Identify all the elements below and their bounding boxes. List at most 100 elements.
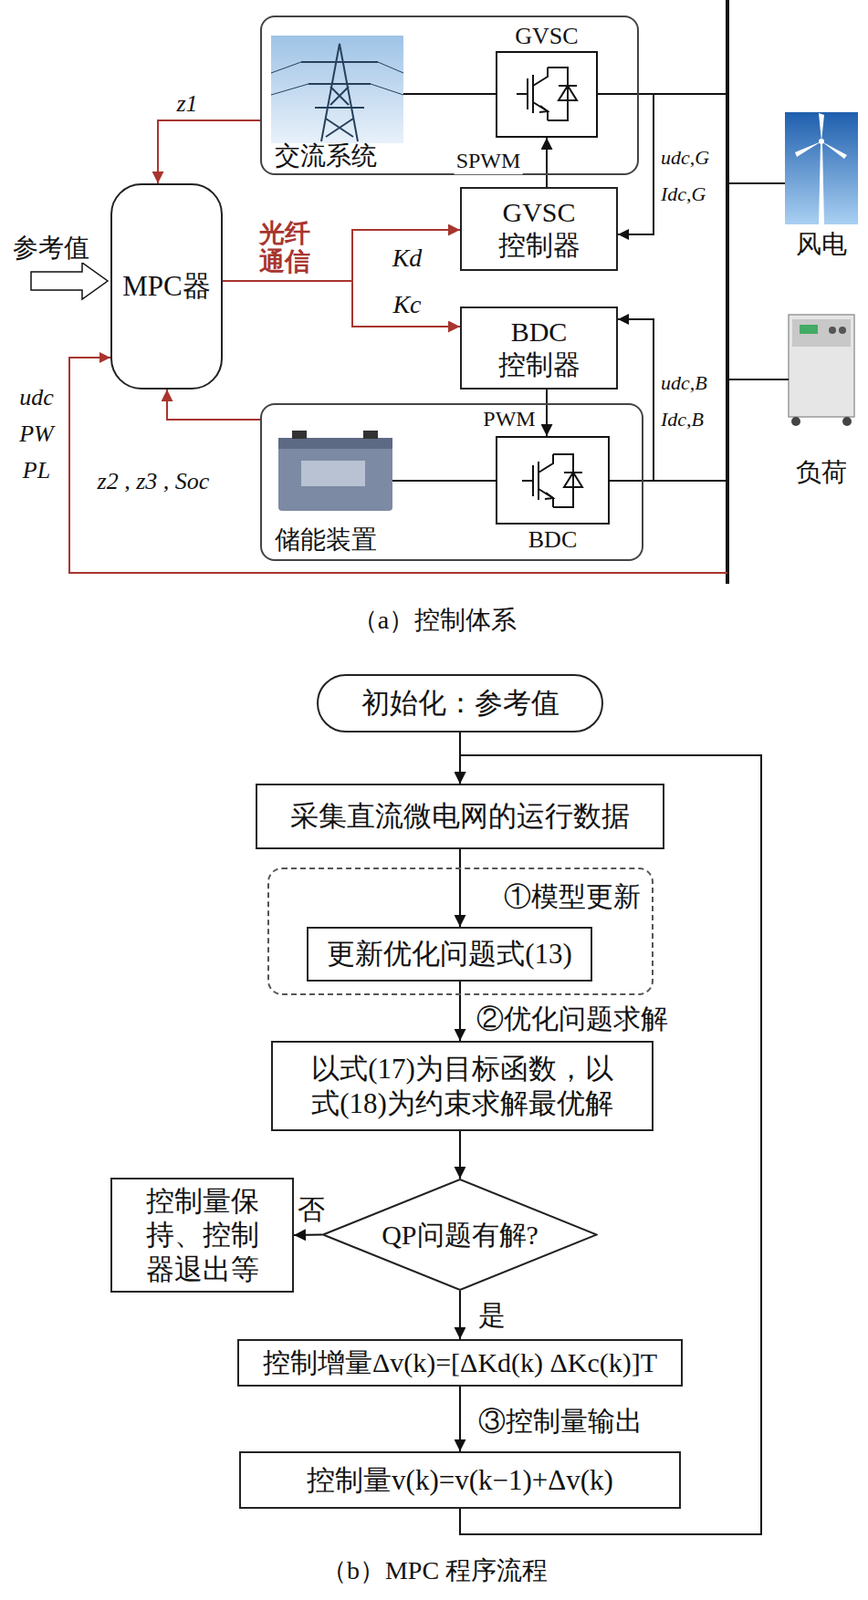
ac-wire xyxy=(597,93,728,95)
node-label: 初始化：参考值 xyxy=(361,686,560,721)
battery-body xyxy=(278,445,393,512)
node-label: 更新优化问题式(13) xyxy=(326,937,573,972)
connector xyxy=(157,120,261,184)
dc-controller: BDC 控制器 xyxy=(460,306,618,390)
model-update-group: ①模型更新更新优化问题式(13) xyxy=(267,868,654,996)
wind-turbine: 风电 xyxy=(777,109,866,261)
edge-label: z2 , z3 , Soc xyxy=(95,468,212,496)
edge-label: SPWM xyxy=(454,148,523,175)
emitter-arrow xyxy=(544,492,554,500)
node-label: 控制增量Δv(k)=[ΔKd(k) ΔKc(k)]T xyxy=(262,1347,658,1381)
node-label: 控制量保 持、控制 器退出等 xyxy=(142,1184,262,1287)
annotation-label: udc,B xyxy=(658,371,710,395)
vsc-converter: GVSC xyxy=(495,51,598,138)
measure-wire xyxy=(617,319,654,482)
annotation-label: Idc,B xyxy=(658,407,706,431)
node-label: BDC xyxy=(479,525,627,555)
annotation-label: PL xyxy=(20,457,53,485)
process-box: 控制量v(k)=v(k−1)+Δv(k) xyxy=(239,1452,681,1510)
battery-plate xyxy=(301,460,366,487)
battery-terminal xyxy=(292,430,307,440)
annotation-label: udc xyxy=(17,384,56,412)
connector xyxy=(459,1387,461,1453)
battery-terminal xyxy=(363,430,378,440)
sky-background xyxy=(271,35,404,144)
ac-system-group: 交流系统 GVSC xyxy=(260,15,639,176)
annotation-label: PW xyxy=(17,420,56,449)
edge-label: ②优化问题求解 xyxy=(474,1003,670,1036)
reference-input-arrow xyxy=(31,262,108,300)
edge-label: Kd xyxy=(390,243,425,273)
load-wheel xyxy=(842,417,852,427)
process-box: 采集直流微电网的运行数据 xyxy=(255,784,665,850)
load: 负荷 xyxy=(777,308,866,489)
connector xyxy=(459,1131,461,1180)
edge-label: ③控制量输出 xyxy=(476,1406,645,1439)
text-slot: 负荷 xyxy=(777,457,866,489)
igbt-body xyxy=(516,67,568,121)
tower-frame xyxy=(301,43,378,142)
node-label: 采集直流微电网的运行数据 xyxy=(290,799,630,834)
node-label: MPC器 xyxy=(122,269,210,304)
emitter-arrow xyxy=(539,105,548,113)
wind-turbine-picture xyxy=(784,112,858,225)
node-label: 以式(17)为目标函数，以 式(18)为约束求解最优解 xyxy=(295,1052,630,1120)
dc-converter: BDC xyxy=(495,436,610,525)
node-label: GVSC xyxy=(479,21,615,51)
mpc-controller: MPC器 xyxy=(110,183,223,390)
process-box: 控制量保 持、控制 器退出等 xyxy=(110,1178,294,1294)
turbine-hub xyxy=(818,138,825,145)
edge-label: 是 xyxy=(476,1300,508,1333)
bus-tap xyxy=(727,182,785,185)
annotation-label: udc,G xyxy=(658,146,712,169)
load-panel xyxy=(792,319,851,347)
connector xyxy=(459,1291,461,1340)
start-terminal: 初始化：参考值 xyxy=(316,674,604,733)
sub-caption: （a）控制体系 xyxy=(350,606,519,636)
text-slot: 储能装置 xyxy=(274,524,377,556)
edge-label: PWM xyxy=(481,407,537,433)
annotation-label: 参考值 xyxy=(10,233,92,263)
process-box: 更新优化问题式(13) xyxy=(306,927,593,983)
igbt-symbol xyxy=(522,454,583,508)
igbt-body xyxy=(522,454,574,508)
node-label: BDC 控制器 xyxy=(496,315,582,382)
sky-background xyxy=(784,112,858,225)
text-slot: GVSC xyxy=(479,21,615,51)
connector xyxy=(459,849,461,928)
text-slot: 交流系统 xyxy=(274,140,377,172)
ac-grid-picture xyxy=(271,35,404,144)
dc-wire xyxy=(392,480,496,482)
load-knob xyxy=(828,326,837,335)
ac-wire xyxy=(403,93,496,95)
node-label: 交流系统 xyxy=(274,140,377,172)
node-label: 控制量v(k)=v(k−1)+Δv(k) xyxy=(306,1464,614,1498)
battery-picture xyxy=(278,430,393,512)
connector xyxy=(459,982,461,1042)
text-slot: 风电 xyxy=(777,229,866,261)
dc-bus xyxy=(725,0,730,585)
power-wires xyxy=(271,62,404,95)
annotation-label: 光纤 通信 xyxy=(254,219,315,277)
sub-caption: （b）MPC 程序流程 xyxy=(319,1557,550,1587)
edge-label: 否 xyxy=(295,1194,327,1227)
connector xyxy=(167,389,261,420)
battery-lid xyxy=(278,438,393,450)
diode-symbol xyxy=(564,472,583,488)
connector xyxy=(222,281,461,327)
bus-tap xyxy=(727,378,789,381)
load-wheel xyxy=(791,417,801,427)
process-box: 控制增量Δv(k)=[ΔKd(k) ΔKc(k)]T xyxy=(237,1339,683,1388)
connector xyxy=(460,755,762,1536)
decision-diamond: QP问题有解? xyxy=(322,1179,598,1292)
load-cabinet xyxy=(788,314,855,418)
load-display xyxy=(799,324,818,335)
vsc-controller: GVSC 控制器 xyxy=(460,187,618,272)
edge-label: Kc xyxy=(390,290,423,320)
storage-group: 储能装置 BDC xyxy=(260,403,644,562)
node-label: 负荷 xyxy=(777,457,866,489)
text-slot: BDC xyxy=(479,525,627,555)
diamond-shape xyxy=(323,1180,597,1291)
load-picture xyxy=(788,314,855,427)
connector xyxy=(293,1234,323,1238)
